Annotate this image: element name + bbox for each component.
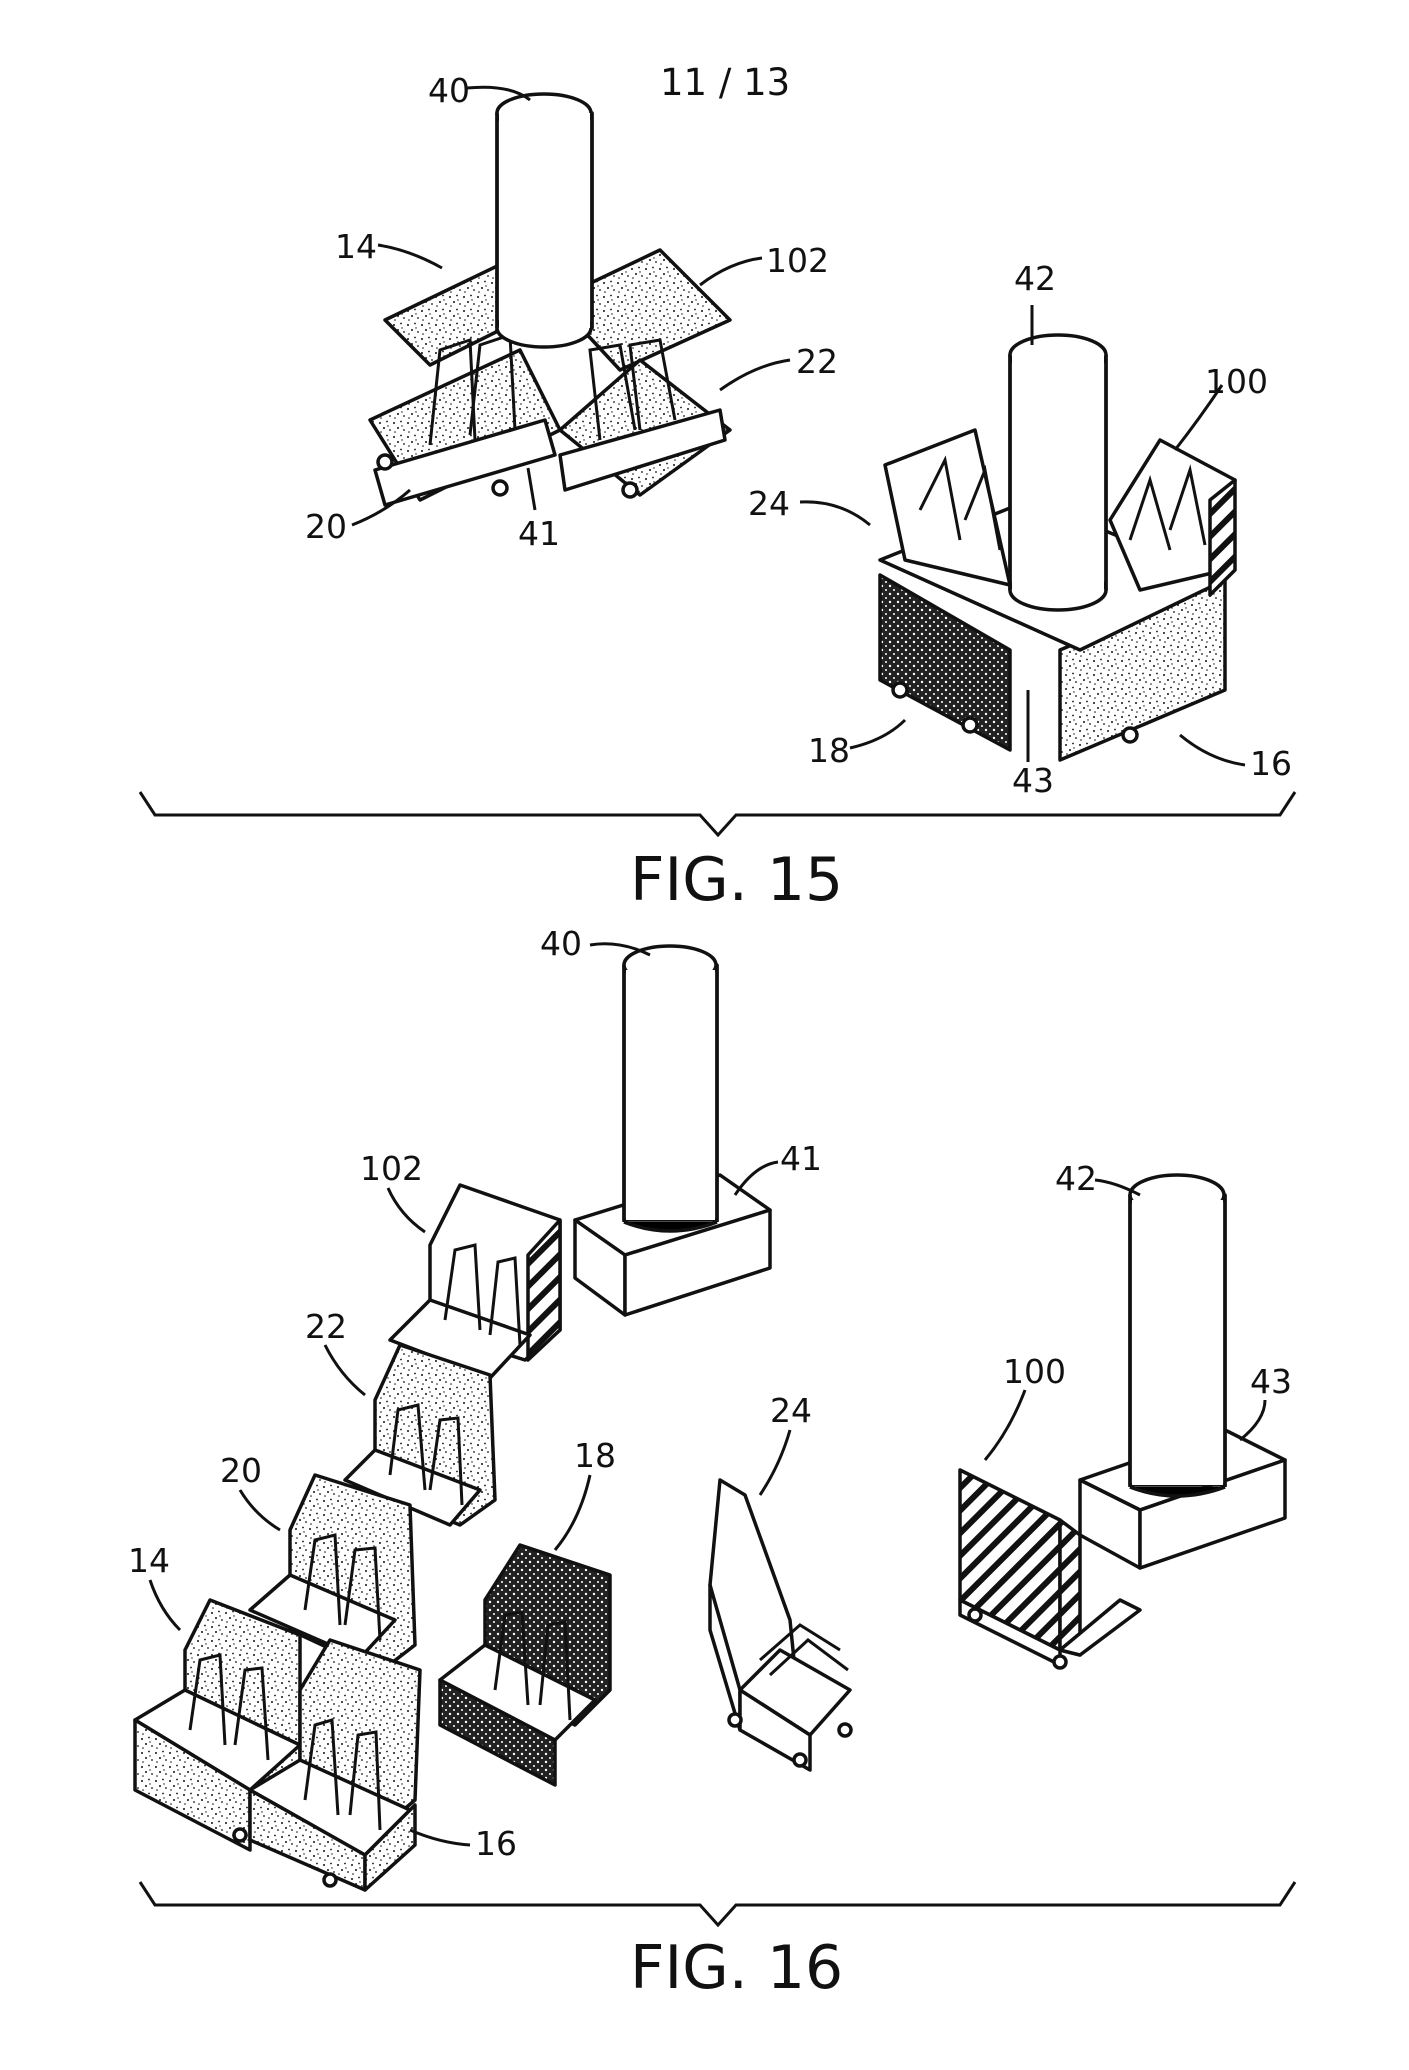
fig15-label-18: 18 bbox=[808, 731, 850, 770]
fig16-label-16: 16 bbox=[475, 1824, 517, 1863]
fig16-column-40-base-41 bbox=[573, 944, 772, 1317]
fig15-left-rails bbox=[428, 332, 677, 446]
fig15-label-22: 22 bbox=[796, 342, 838, 381]
fig16-brace bbox=[138, 1881, 1297, 1928]
fig16-module-100 bbox=[958, 1468, 1142, 1670]
fig15-label-43: 43 bbox=[1012, 761, 1054, 800]
fig15-drawing: 40 14 102 22 20 41 42 100 24 18 43 16 FI… bbox=[138, 71, 1297, 915]
fig15-caption: FIG. 15 bbox=[630, 845, 843, 915]
fig16-label-41: 41 bbox=[780, 1139, 822, 1178]
fig16-drawing: 40 41 102 22 20 14 18 24 42 43 100 16 FI… bbox=[128, 924, 1297, 2003]
fig16-label-18: 18 bbox=[574, 1436, 616, 1475]
fig16-module-24 bbox=[708, 1478, 853, 1772]
fig16-module-16 bbox=[232, 1638, 422, 1892]
fig16-module-22 bbox=[343, 1343, 497, 1527]
fig15-brace bbox=[138, 791, 1297, 838]
fig16-label-22: 22 bbox=[305, 1307, 347, 1346]
fig15-label-40: 40 bbox=[428, 71, 470, 110]
fig16-label-43: 43 bbox=[1250, 1362, 1292, 1401]
fig15-label-14: 14 bbox=[335, 227, 377, 266]
fig15-label-24: 24 bbox=[748, 484, 790, 523]
fig16-label-14: 14 bbox=[128, 1541, 170, 1580]
fig16-label-24: 24 bbox=[770, 1391, 812, 1430]
fig16-module-18 bbox=[438, 1543, 612, 1787]
fig15-left-assembly bbox=[368, 248, 732, 507]
page-number: 11 / 13 bbox=[660, 61, 790, 104]
fig15-label-42: 42 bbox=[1014, 259, 1056, 298]
fig15-labels: 40 14 102 22 20 41 42 100 24 18 43 16 bbox=[305, 71, 1292, 800]
fig16-label-40: 40 bbox=[540, 924, 582, 963]
fig16-module-20 bbox=[248, 1473, 417, 1674]
fig15-column-42 bbox=[1008, 333, 1108, 612]
fig15-label-100: 100 bbox=[1205, 362, 1268, 401]
fig15-label-20: 20 bbox=[305, 507, 347, 546]
fig15-leader-lines bbox=[351, 85, 1246, 767]
fig15-label-16: 16 bbox=[1250, 744, 1292, 783]
fig16-column-42-base-43 bbox=[1078, 1173, 1287, 1570]
fig15-label-102: 102 bbox=[766, 241, 829, 280]
fig15-label-41: 41 bbox=[518, 514, 560, 553]
fig15-module-18 bbox=[878, 573, 1012, 752]
fig16-label-102: 102 bbox=[360, 1149, 423, 1188]
fig16-caption: FIG. 16 bbox=[630, 1933, 843, 2003]
fig16-label-100: 100 bbox=[1003, 1352, 1066, 1391]
fig15-column-40 bbox=[495, 92, 594, 349]
fig16-label-20: 20 bbox=[220, 1451, 262, 1490]
fig16-module-14 bbox=[133, 1598, 302, 1852]
fig16-label-42: 42 bbox=[1055, 1159, 1097, 1198]
fig15-module-102 bbox=[553, 248, 732, 372]
fig16-labels: 40 41 102 22 20 14 18 24 42 43 100 16 bbox=[128, 924, 1292, 1863]
fig16-leader-lines bbox=[148, 942, 1267, 1847]
fig16-module-102 bbox=[388, 1183, 562, 1380]
